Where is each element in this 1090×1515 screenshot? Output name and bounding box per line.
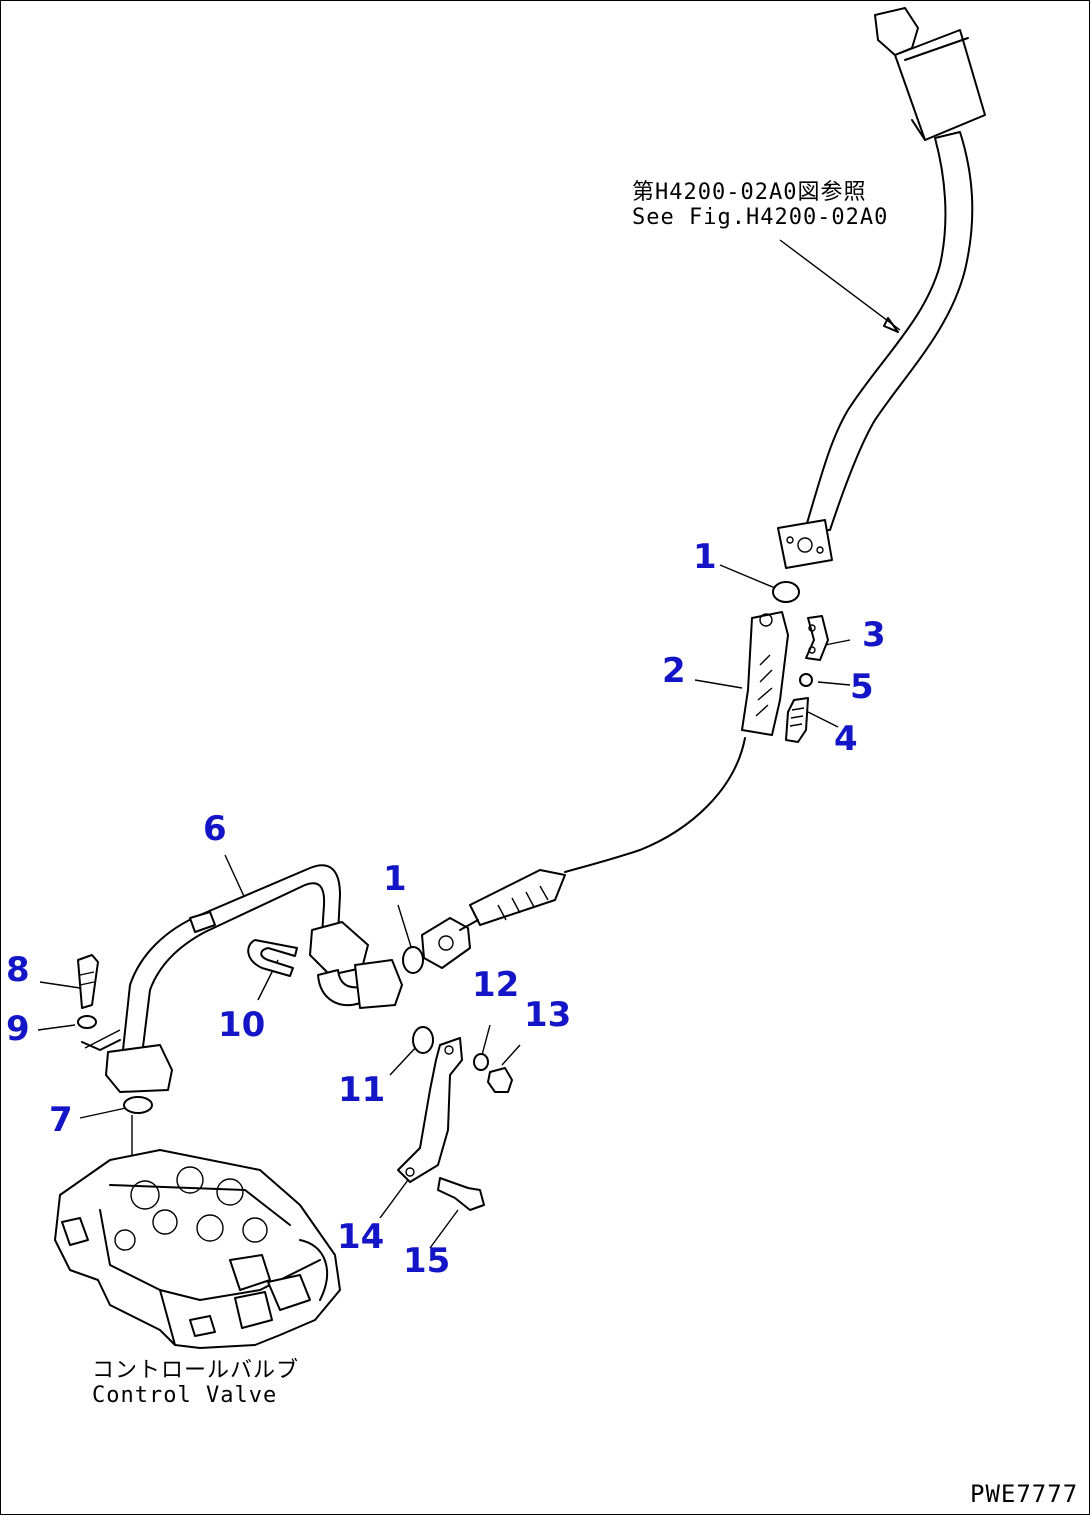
washer-9 <box>77 1015 97 1029</box>
upper-pipe <box>777 7 986 569</box>
drawing-code: PWE7777 <box>970 1480 1079 1508</box>
callout-10: 10 <box>218 1005 266 1045</box>
valve-reference-en: Control Valve <box>92 1383 278 1409</box>
callout-15: 15 <box>403 1241 451 1281</box>
callout-14: 14 <box>337 1217 385 1257</box>
callout-6: 6 <box>203 809 227 849</box>
callout-12: 12 <box>472 965 520 1005</box>
callout-11: 11 <box>338 1070 386 1110</box>
pipe-6 <box>81 864 403 1093</box>
valve-reference-jp: コントロールバルブ <box>92 1358 300 1383</box>
bracket-14 <box>397 1037 463 1183</box>
callout-2: 2 <box>662 651 686 691</box>
nut-13 <box>487 1067 513 1093</box>
leader-lines <box>37 239 901 1249</box>
washer-5 <box>799 673 813 687</box>
callout-4: 4 <box>834 719 858 759</box>
o-ring-7 <box>123 1096 153 1114</box>
hose-2 <box>421 611 789 969</box>
bolt-8 <box>77 954 99 1009</box>
washer-12 <box>473 1053 489 1071</box>
o-ring-1-lower <box>402 946 424 974</box>
u-bolt-10 <box>247 939 298 977</box>
bolt-15 <box>437 1177 485 1211</box>
callout-8: 8 <box>6 950 30 990</box>
callout-13: 13 <box>524 995 572 1035</box>
upper-reference-jp: 第H4200-02A0図参照 <box>632 180 867 205</box>
upper-reference-note: 第H4200-02A0図参照 See Fig.H4200-02A0 <box>632 180 888 231</box>
bolt-4 <box>785 697 809 743</box>
callout-3: 3 <box>862 615 886 655</box>
callout-5: 5 <box>850 667 874 707</box>
callout-1-top: 1 <box>693 537 717 577</box>
o-ring-11 <box>412 1026 434 1054</box>
o-ring-1-top <box>772 581 800 603</box>
upper-reference-en: See Fig.H4200-02A0 <box>632 205 889 231</box>
callout-7: 7 <box>49 1100 73 1140</box>
valve-reference-note: コントロールバルブ Control Valve <box>92 1358 299 1409</box>
callout-9: 9 <box>6 1009 30 1049</box>
callout-1-lower: 1 <box>383 859 407 899</box>
half-clamp-3 <box>805 615 829 661</box>
control-valve <box>54 1149 341 1349</box>
